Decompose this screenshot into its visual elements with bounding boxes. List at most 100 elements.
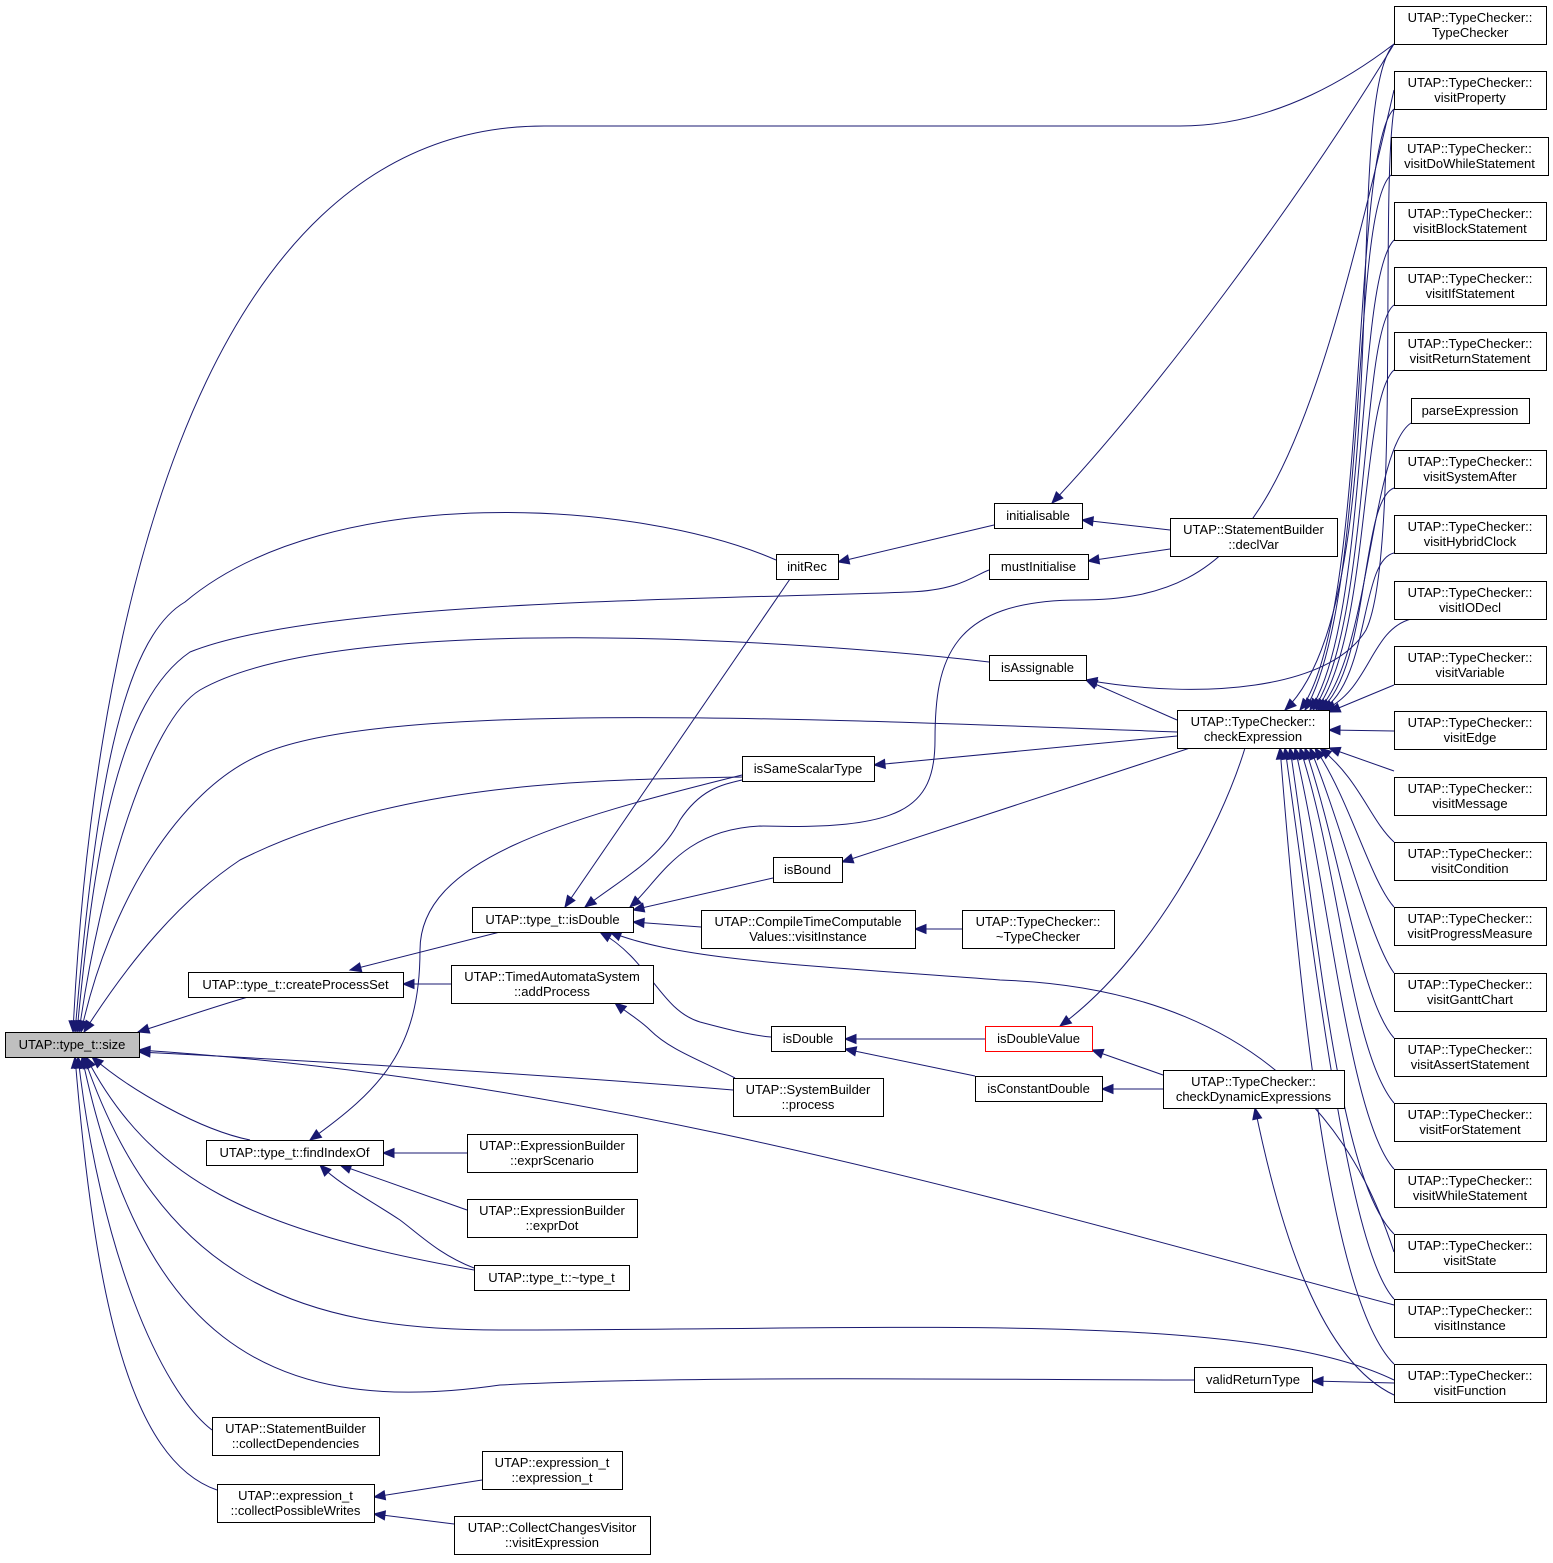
node-tc_visitWhile[interactable]: UTAP::TypeChecker::visitWhileStatement bbox=[1394, 1169, 1547, 1208]
node-box bbox=[1394, 515, 1547, 554]
edge-isDoubleValue-to-checkDynamic bbox=[1090, 1048, 1164, 1076]
node-label: visitReturnStatement bbox=[1410, 351, 1531, 366]
node-tc_visitInstance[interactable]: UTAP::TypeChecker::visitInstance bbox=[1394, 1299, 1547, 1338]
node-tc_visitVariable[interactable]: UTAP::TypeChecker::visitVariable bbox=[1394, 646, 1547, 685]
node-label: ~TypeChecker bbox=[996, 929, 1081, 944]
node-tc_visitIf[interactable]: UTAP::TypeChecker::visitIfStatement bbox=[1394, 267, 1547, 306]
node-sb_declVar[interactable]: UTAP::StatementBuilder::declVar bbox=[1170, 518, 1338, 557]
node-validReturnType[interactable]: validReturnType bbox=[1194, 1367, 1313, 1393]
node-sb_collectDeps[interactable]: UTAP::StatementBuilder::collectDependenc… bbox=[212, 1417, 380, 1456]
node-findIndexOf[interactable]: UTAP::type_t::findIndexOf bbox=[206, 1140, 384, 1166]
node-label: UTAP::TypeChecker:: bbox=[1408, 1042, 1533, 1057]
edge-createProcessSet-to-tt_isDouble bbox=[348, 931, 501, 973]
arrowhead bbox=[629, 895, 643, 908]
edge-isConstantDouble-to-checkDynamic bbox=[1100, 1083, 1163, 1095]
node-tc_visitCondition[interactable]: UTAP::TypeChecker::visitCondition bbox=[1394, 842, 1547, 881]
node-checkDynamic[interactable]: UTAP::TypeChecker::checkDynamicExpressio… bbox=[1163, 1070, 1345, 1109]
node-box bbox=[994, 503, 1083, 529]
node-box bbox=[1163, 1070, 1345, 1109]
node-ccv_visitExpr[interactable]: UTAP::CollectChangesVisitor::visitExpres… bbox=[454, 1516, 651, 1555]
node-box bbox=[1170, 518, 1338, 557]
node-box bbox=[1391, 137, 1549, 176]
node-box bbox=[1394, 6, 1547, 45]
node-eb_exprDot[interactable]: UTAP::ExpressionBuilder::exprDot bbox=[467, 1199, 638, 1238]
node-tc_visitReturn[interactable]: UTAP::TypeChecker::visitReturnStatement bbox=[1394, 332, 1547, 371]
node-sysb_process[interactable]: UTAP::SystemBuilder::process bbox=[733, 1078, 884, 1117]
node-tc_visitMessage[interactable]: UTAP::TypeChecker::visitMessage bbox=[1394, 777, 1547, 816]
node-eb_exprScenario[interactable]: UTAP::ExpressionBuilder::exprScenario bbox=[467, 1134, 638, 1173]
edge-isBound-to-checkExpression bbox=[840, 747, 1191, 864]
edge-checkDynamic-to-tc_visitFunction bbox=[1252, 1106, 1395, 1396]
node-mustInitialise[interactable]: mustInitialise bbox=[989, 554, 1089, 580]
node-tc_visitAssert[interactable]: UTAP::TypeChecker::visitAssertStatement bbox=[1394, 1038, 1547, 1077]
node-tc_visitProgress[interactable]: UTAP::TypeChecker::visitProgressMeasure bbox=[1394, 907, 1547, 946]
edge-size-to-findIndexOf bbox=[91, 1056, 251, 1141]
node-isDoubleValue[interactable]: isDoubleValue bbox=[985, 1026, 1093, 1052]
node-box bbox=[1394, 1364, 1547, 1403]
node-isConstantDouble[interactable]: isConstantDouble bbox=[975, 1076, 1103, 1102]
node-initialisable[interactable]: initialisable bbox=[994, 503, 1083, 529]
node-label: visitProgressMeasure bbox=[1408, 926, 1533, 941]
arrowhead bbox=[372, 1490, 387, 1501]
node-label: UTAP::ExpressionBuilder bbox=[479, 1138, 625, 1153]
edge-findIndexOf-to-eb_exprScenario bbox=[381, 1147, 467, 1159]
arrowhead bbox=[1304, 697, 1316, 712]
node-size[interactable]: UTAP::type_t::size bbox=[5, 1032, 140, 1058]
edge-size-to-createProcessSet bbox=[136, 996, 249, 1034]
arrowhead bbox=[319, 1164, 332, 1177]
node-tc_ctor[interactable]: UTAP::TypeChecker::TypeChecker bbox=[1394, 6, 1547, 45]
node-isAssignable[interactable]: isAssignable bbox=[989, 655, 1087, 681]
node-label: UTAP::type_t::createProcessSet bbox=[202, 977, 389, 992]
edge-tt_isDouble-to-isSameScalarType bbox=[583, 779, 743, 908]
node-box bbox=[771, 1026, 846, 1052]
edge-findIndexOf-to-isSameScalarType bbox=[308, 774, 743, 1141]
node-tc_visitFunction[interactable]: UTAP::TypeChecker::visitFunction bbox=[1394, 1364, 1547, 1403]
arrowhead bbox=[401, 978, 415, 990]
node-tt_isDouble[interactable]: UTAP::type_t::isDouble bbox=[472, 907, 634, 933]
edge-checkExpression-to-tc_visitMessage bbox=[1327, 746, 1395, 772]
node-tc_visitState[interactable]: UTAP::TypeChecker::visitState bbox=[1394, 1234, 1547, 1273]
arrowhead bbox=[381, 1147, 395, 1159]
node-tc_visitSystemAfter[interactable]: UTAP::TypeChecker::visitSystemAfter bbox=[1394, 450, 1547, 489]
node-tc_visitDoWhile[interactable]: UTAP::TypeChecker::visitDoWhileStatement bbox=[1391, 137, 1549, 176]
node-label: parseExpression bbox=[1422, 403, 1519, 418]
arrowhead bbox=[872, 758, 886, 770]
node-createProcessSet[interactable]: UTAP::type_t::createProcessSet bbox=[188, 972, 404, 998]
arrowhead bbox=[1327, 746, 1342, 757]
node-parseExpression[interactable]: parseExpression bbox=[1411, 398, 1530, 424]
node-tc_visitIODecl[interactable]: UTAP::TypeChecker::visitIODecl bbox=[1394, 581, 1547, 620]
node-box bbox=[1177, 710, 1330, 749]
node-et_collectWrites[interactable]: UTAP::expression_t::collectPossibleWrite… bbox=[217, 1484, 375, 1523]
node-checkExpression[interactable]: UTAP::TypeChecker::checkExpression bbox=[1177, 710, 1330, 749]
node-tas_addProcess[interactable]: UTAP::TimedAutomataSystem::addProcess bbox=[451, 965, 654, 1004]
node-isSameScalarType[interactable]: isSameScalarType bbox=[742, 756, 875, 782]
node-label: UTAP::ExpressionBuilder bbox=[479, 1203, 625, 1218]
node-ctcv_visitInstance[interactable]: UTAP::CompileTimeComputableValues::visit… bbox=[701, 910, 916, 949]
node-label: UTAP::SystemBuilder bbox=[746, 1082, 871, 1097]
node-box bbox=[212, 1417, 380, 1456]
node-tc_visitGantt[interactable]: UTAP::TypeChecker::visitGanttChart bbox=[1394, 973, 1547, 1012]
node-box bbox=[467, 1134, 638, 1173]
edge-createProcessSet-to-tas_addProcess bbox=[401, 978, 451, 990]
node-label: UTAP::TypeChecker:: bbox=[1191, 714, 1316, 729]
node-tc_visitBlock[interactable]: UTAP::TypeChecker::visitBlockStatement bbox=[1394, 202, 1547, 241]
node-box bbox=[188, 972, 404, 998]
node-tt_dtor[interactable]: UTAP::type_t::~type_t bbox=[474, 1265, 630, 1291]
arrowhead bbox=[631, 902, 646, 913]
node-label: UTAP::StatementBuilder bbox=[1183, 522, 1324, 537]
edge-checkExpression-to-tc_visitInstance bbox=[1281, 746, 1395, 1300]
arrowhead bbox=[83, 1019, 95, 1034]
node-et_ctor[interactable]: UTAP::expression_t::expression_t bbox=[482, 1451, 623, 1490]
node-tc_visitFor[interactable]: UTAP::TypeChecker::visitForStatement bbox=[1394, 1103, 1547, 1142]
node-label: UTAP::type_t::size bbox=[19, 1037, 126, 1052]
node-tc_visitEdge[interactable]: UTAP::TypeChecker::visitEdge bbox=[1394, 711, 1547, 750]
edge-tt_isDouble-to-ctcv_visitInstance bbox=[631, 917, 702, 929]
node-tc_visitProperty[interactable]: UTAP::TypeChecker::visitProperty bbox=[1394, 71, 1547, 110]
node-isBound[interactable]: isBound bbox=[773, 857, 843, 883]
edge-validReturnType-to-tc_visitFunction bbox=[1310, 1376, 1395, 1387]
arrowhead bbox=[1275, 746, 1287, 760]
node-tc_visitHybridClock[interactable]: UTAP::TypeChecker::visitHybridClock bbox=[1394, 515, 1547, 554]
node-isDouble[interactable]: isDouble bbox=[771, 1026, 846, 1052]
node-initRec[interactable]: initRec bbox=[776, 554, 839, 580]
node-tc_dtor[interactable]: UTAP::TypeChecker::~TypeChecker bbox=[962, 910, 1115, 949]
